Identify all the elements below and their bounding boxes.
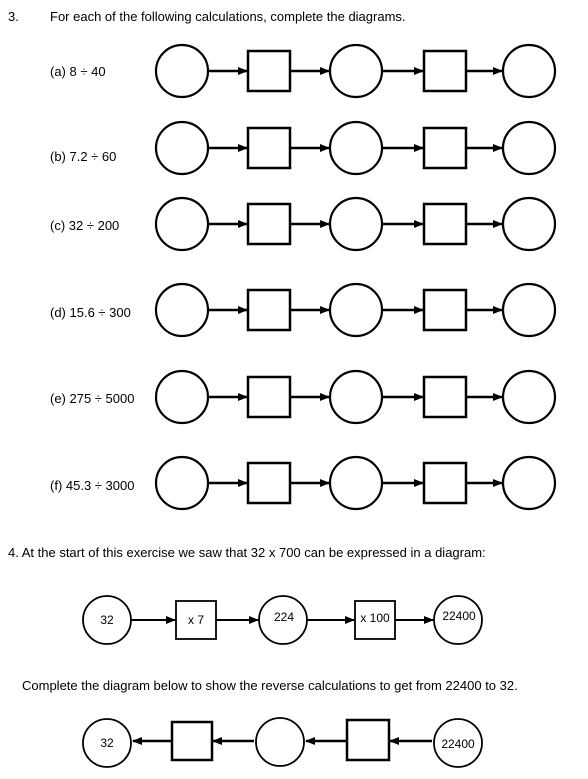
example-start-value: 32 <box>100 613 114 627</box>
item-a-label: (a) 8 ÷ 40 <box>50 64 106 79</box>
operation-box[interactable] <box>246 461 292 505</box>
operation-box[interactable] <box>246 49 292 93</box>
operation-box[interactable] <box>246 126 292 170</box>
item-f-label: (f) 45.3 ÷ 3000 <box>50 478 135 493</box>
operation-box[interactable] <box>422 49 468 93</box>
diagram-row-d <box>154 282 557 338</box>
question-4-reverse-instruction: Complete the diagram below to show the r… <box>22 678 518 693</box>
diagram-row-f <box>154 455 557 511</box>
question-3-instruction: For each of the following calculations, … <box>50 9 406 24</box>
operation-box[interactable] <box>246 202 292 246</box>
answer-circle[interactable] <box>501 455 557 511</box>
answer-circle[interactable] <box>501 282 557 338</box>
example-mid-value: 224 <box>274 610 294 624</box>
answer-circle[interactable] <box>328 43 384 99</box>
answer-circle[interactable] <box>328 282 384 338</box>
answer-circle[interactable] <box>328 369 384 425</box>
answer-circle[interactable] <box>154 196 210 252</box>
item-b-label: (b) 7.2 ÷ 60 <box>50 149 117 164</box>
operation-box[interactable] <box>422 461 468 505</box>
operation-box[interactable] <box>422 126 468 170</box>
operation-box[interactable] <box>422 202 468 246</box>
diagram-row-c <box>154 196 557 252</box>
operation-box[interactable] <box>422 375 468 419</box>
reverse-start-circle <box>433 718 483 768</box>
answer-circle[interactable] <box>328 455 384 511</box>
answer-circle[interactable] <box>154 43 210 99</box>
operation-box[interactable] <box>246 375 292 419</box>
answer-circle[interactable] <box>328 196 384 252</box>
diagram-row-b <box>154 120 557 176</box>
question-3-number: 3. <box>8 9 19 24</box>
operation-box[interactable] <box>422 288 468 332</box>
example-diagram: 32 x 7 224 x 100 22400 <box>82 595 483 645</box>
answer-circle[interactable] <box>154 455 210 511</box>
question-4-instruction: 4. At the start of this exercise we saw … <box>8 545 486 560</box>
reverse-diagram: 32 22400 <box>82 717 483 768</box>
operation-box[interactable] <box>246 288 292 332</box>
answer-circle[interactable] <box>501 120 557 176</box>
item-d-label: (d) 15.6 ÷ 300 <box>50 305 131 320</box>
example-op1-value: x 7 <box>188 613 204 627</box>
reverse-mid-circle[interactable] <box>255 717 305 767</box>
reverse-end-value: 32 <box>100 736 114 750</box>
reverse-op1-box[interactable] <box>345 718 391 762</box>
answer-circle[interactable] <box>501 369 557 425</box>
item-e-label: (e) 275 ÷ 5000 <box>50 391 135 406</box>
example-end-circle <box>433 595 483 645</box>
diagram-row-e <box>154 369 557 425</box>
reverse-op2-box[interactable] <box>170 720 214 762</box>
answer-circle[interactable] <box>328 120 384 176</box>
reverse-start-value: 22400 <box>441 737 475 751</box>
answer-circle[interactable] <box>154 120 210 176</box>
item-c-label: (c) 32 ÷ 200 <box>50 218 120 233</box>
answer-circle[interactable] <box>501 43 557 99</box>
diagram-row-a <box>154 43 557 99</box>
reverse-end-circle <box>82 718 132 768</box>
answer-circle[interactable] <box>154 282 210 338</box>
answer-circle[interactable] <box>154 369 210 425</box>
example-op2-value: x 100 <box>360 611 390 625</box>
example-end-value: 22400 <box>442 609 476 623</box>
answer-circle[interactable] <box>501 196 557 252</box>
